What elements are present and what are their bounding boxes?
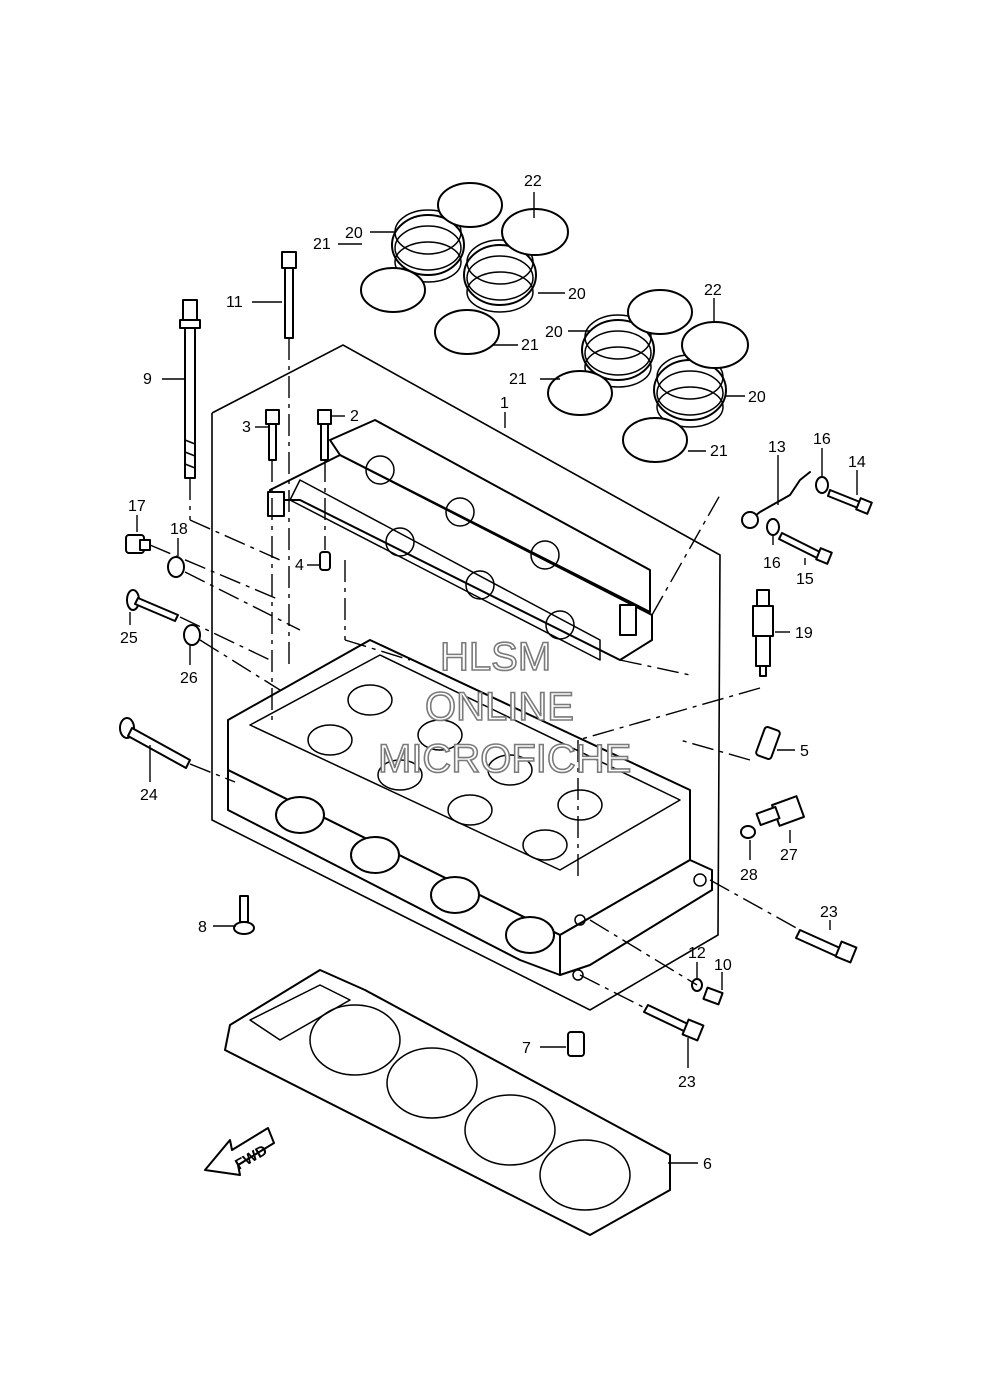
assembly-lines [149, 338, 801, 1009]
callout-1: 1 [500, 395, 509, 412]
bolt-23-right [795, 929, 858, 964]
callout-23-bottom: 23 [678, 1074, 696, 1091]
washer-16-top [815, 476, 829, 494]
dowel-7 [567, 1031, 585, 1057]
camshaft-housing-1 [267, 419, 653, 661]
callout-21-b: 21 [521, 337, 539, 354]
sleeve-5 [755, 726, 781, 760]
intake-pipe-20-c [581, 314, 655, 388]
spark-plug-19 [752, 589, 774, 677]
clamp-rings [360, 182, 749, 463]
plug-17 [125, 534, 151, 554]
washer-28 [740, 825, 756, 839]
sensor-27 [755, 795, 805, 827]
bolt-24 [119, 717, 191, 769]
callout-20-b: 20 [568, 286, 586, 303]
callout-16-bottom: 16 [763, 555, 781, 572]
oil-pipe-13 [741, 471, 811, 529]
callout-19: 19 [795, 625, 813, 642]
callout-22-a: 22 [524, 173, 542, 190]
intake-pipe-20-a [391, 209, 465, 283]
callout-17: 17 [128, 498, 146, 515]
callout-16-top: 16 [813, 431, 831, 448]
bolt-14 [827, 489, 873, 515]
callout-4: 4 [295, 557, 304, 574]
callout-8: 8 [198, 919, 207, 936]
callout-3: 3 [242, 419, 251, 436]
callout-6: 6 [703, 1156, 712, 1173]
bolt-23-bottom [643, 1004, 705, 1042]
bolt-3 [265, 409, 280, 461]
callout-10: 10 [714, 957, 732, 974]
washer-18 [167, 556, 185, 578]
callout-5: 5 [800, 743, 809, 760]
bolt-10 [702, 986, 724, 1006]
callout-26: 26 [180, 670, 198, 687]
dowel-4 [319, 551, 331, 571]
callout-9: 9 [143, 371, 152, 388]
callout-7: 7 [522, 1040, 531, 1057]
callout-21-c: 21 [509, 371, 527, 388]
bolt-11 [281, 251, 297, 339]
leader-lines [129, 192, 858, 1164]
callout-20-c: 20 [545, 324, 563, 341]
callout-22-b: 22 [704, 282, 722, 299]
watermark-line-3: MICROFICHE [378, 737, 631, 781]
washer-16-bottom [766, 518, 780, 536]
callout-14: 14 [848, 454, 866, 471]
head-gasket-6 [224, 969, 671, 1236]
callout-23-right: 23 [820, 904, 838, 921]
callout-12: 12 [688, 945, 706, 962]
assembly-frame [211, 344, 721, 1011]
callout-18: 18 [170, 521, 188, 538]
callout-21-d: 21 [710, 443, 728, 460]
callout-11: 11 [226, 294, 243, 311]
washer-26 [183, 624, 201, 646]
intake-pipe-20-b [463, 239, 537, 313]
callout-24: 24 [140, 787, 158, 804]
callout-21-a: 21 [313, 236, 331, 253]
bolt-15 [778, 532, 833, 565]
callout-20-a: 20 [345, 225, 363, 242]
bolt-8 [233, 895, 255, 935]
callout-labels: 1 2 3 4 5 6 7 8 9 10 11 12 13 14 15 16 1… [120, 173, 866, 1173]
cylinder-head [227, 639, 713, 981]
callout-15: 15 [796, 571, 814, 588]
callout-27: 27 [780, 847, 798, 864]
callout-13: 13 [768, 439, 786, 456]
fwd-arrow-icon: FWD [204, 1127, 275, 1176]
bolt-2 [317, 409, 332, 461]
bolt-25 [126, 589, 179, 622]
watermark-line-1: HLSM [440, 635, 551, 679]
callout-2: 2 [350, 408, 359, 425]
watermark: HLSM ONLINE MICROFICHE [377, 634, 632, 782]
watermark-line-2: ONLINE [425, 685, 574, 729]
callout-28: 28 [740, 867, 758, 884]
callout-25: 25 [120, 630, 138, 647]
callout-20-d: 20 [748, 389, 766, 406]
long-bolt-9 [179, 299, 201, 479]
